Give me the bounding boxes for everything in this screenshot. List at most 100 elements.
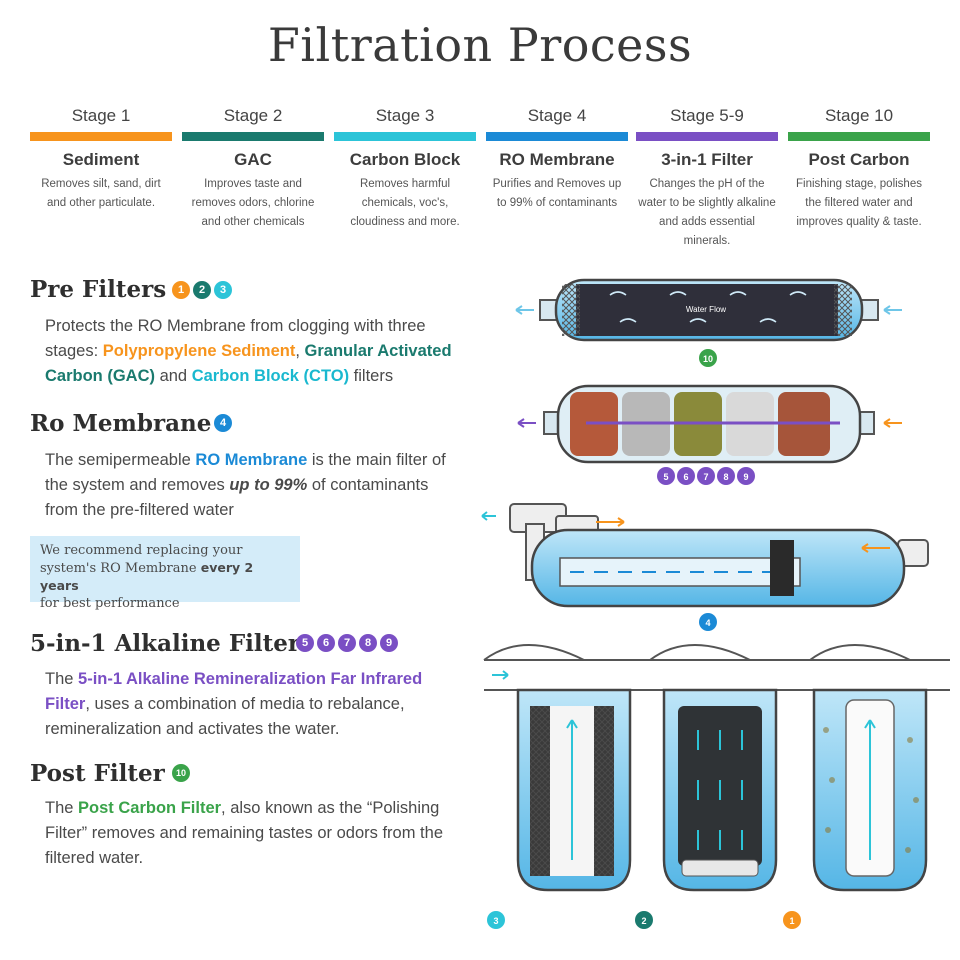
- text: of contaminants from the pre-filtered wa…: [45, 476, 429, 519]
- stage-desc-line: cloudiness and more.: [350, 216, 460, 228]
- stage-description: Purifies and Removes up to 99% of contam…: [486, 175, 628, 213]
- post-text: The Post Carbon Filter, also known as th…: [45, 796, 465, 871]
- stage-description: Removes silt, sand, dirt and other parti…: [30, 175, 172, 213]
- post-heading: Post Filter: [30, 760, 165, 787]
- text: The: [45, 799, 79, 817]
- tip-line: system's RO Membrane every 2 years: [40, 559, 290, 595]
- text: is the main filter of the system and rem…: [45, 451, 446, 494]
- stage-color-bar: [788, 132, 930, 141]
- text: The: [45, 670, 79, 688]
- highlight-post-carbon: Post Carbon Filter: [78, 799, 222, 817]
- stage-color-bar: [182, 132, 324, 141]
- prefilters-text: Protects the RO Membrane from clogging w…: [45, 314, 465, 389]
- text: , uses a combination of media to rebalan…: [45, 695, 405, 738]
- ro-membrane-housing: 4: [481, 503, 929, 631]
- stage-10: Stage 10 Post Carbon Finishing stage, po…: [788, 104, 930, 232]
- prefilter-canisters: 3 2 1: [483, 644, 950, 929]
- stage-badge: 8: [359, 634, 377, 652]
- stage-desc-line: and adds essential minerals.: [659, 216, 755, 247]
- text: , also known as the “Polishing Filter” r…: [45, 799, 443, 867]
- stage-badge: 5: [296, 634, 314, 652]
- stage-label: Stage 5-9: [670, 106, 744, 125]
- highlight-sediment: Polypropylene Sediment: [102, 342, 296, 360]
- prefilters-heading: Pre Filters: [30, 276, 167, 303]
- stage-color-bar: [486, 132, 628, 141]
- membrane-text: The semipermeable RO Membrane is the mai…: [45, 448, 465, 523]
- stage-name: 3-in-1 Filter: [661, 150, 753, 169]
- text: The semipermeable: [45, 451, 196, 469]
- stage-name: Sediment: [62, 150, 140, 169]
- emphasis: up to 99%: [229, 476, 308, 494]
- stage-desc-line: Removes harmful: [359, 178, 451, 190]
- stage-desc-line: removes odors, chlorine: [191, 197, 315, 209]
- stage-desc-line: and other particulate.: [46, 197, 156, 209]
- stage-timeline: Stage 1 Sediment Removes silt, sand, dir…: [30, 104, 930, 247]
- text: ,: [295, 342, 305, 360]
- membrane-badges: 4: [214, 414, 232, 432]
- stage-desc-line: Changes the pH of the: [649, 178, 765, 190]
- text: Protects the RO Membrane from clogging w…: [45, 317, 426, 360]
- stage-label: Stage 3: [375, 106, 435, 125]
- stage-color-bar: [636, 132, 778, 141]
- stage-name: RO Membrane: [499, 150, 615, 169]
- highlight-ro-membrane: RO Membrane: [195, 451, 308, 469]
- stage-desc-line: to 99% of contaminants: [496, 197, 618, 209]
- filter-diagram: Water Flow 10 5 6 7 8 9: [481, 278, 950, 929]
- highlight-carbon-block: Carbon Block (CTO): [191, 367, 350, 385]
- stage-color-bar: [30, 132, 172, 141]
- stage-badge: 7: [703, 472, 708, 482]
- stage-name: GAC: [234, 150, 272, 169]
- water-flow-label: Water Flow: [686, 305, 726, 314]
- stage-badge: 2: [193, 281, 211, 299]
- stage-desc-line: and other chemicals: [201, 216, 305, 228]
- post-badges: 10: [172, 764, 190, 782]
- text: system's RO Membrane: [40, 561, 201, 576]
- alkaline-inline-filter: 5 6 7 8 9: [517, 384, 902, 485]
- stage-badge: 1: [172, 281, 190, 299]
- stage-badge: 3: [214, 281, 232, 299]
- stage-desc-line: water to be slightly alkaline: [638, 197, 776, 209]
- stage-color-bar: [334, 132, 476, 141]
- stage-label: Stage 10: [824, 106, 894, 125]
- text: filters: [349, 367, 394, 385]
- stage-desc-line: improves quality & taste.: [796, 216, 922, 228]
- alkaline-text: The 5-in-1 Alkaline Remineralization Far…: [45, 667, 465, 742]
- canister-1: [812, 688, 928, 892]
- membrane-heading: Ro Membrane: [30, 410, 212, 437]
- stage-3: Stage 3 Carbon Block Removes harmful che…: [334, 104, 476, 232]
- stage-description: Changes the pH of the water to be slight…: [636, 175, 778, 251]
- stage-description: Removes harmful chemicals, voc's, cloudi…: [334, 175, 476, 232]
- tip-line: for best performance: [40, 596, 180, 611]
- stage-badge: 4: [214, 414, 232, 432]
- canister-3: [516, 688, 632, 892]
- alkaline-badges: 5 6 7 8 9: [296, 634, 398, 652]
- alkaline-heading: 5-in-1 Alkaline Filter: [30, 630, 301, 657]
- stage-1: Stage 1 Sediment Removes silt, sand, dir…: [30, 104, 172, 213]
- stage-badge: 8: [723, 472, 728, 482]
- highlight-gac: Granular Activated Carbon (GAC): [45, 342, 452, 385]
- stage-badge: 1: [789, 916, 794, 926]
- stage-desc-line: chemicals, voc's,: [361, 197, 449, 209]
- stage-label: Stage 1: [71, 106, 131, 125]
- post-badge: 10: [703, 354, 713, 364]
- stage-description: Finishing stage, polishes the filtered w…: [788, 175, 930, 232]
- stage-name: Carbon Block: [349, 150, 461, 169]
- stage-desc-line: Purifies and Removes up: [492, 178, 622, 190]
- stage-5-9: Stage 5-9 3-in-1 Filter Changes the pH o…: [636, 104, 778, 251]
- stage-desc-line: Removes silt, sand, dirt: [41, 178, 161, 190]
- canister-2: [662, 688, 778, 892]
- stage-badge: 9: [380, 634, 398, 652]
- stage-4: Stage 4 RO Membrane Purifies and Removes…: [486, 104, 628, 213]
- replacement-tip: We recommend replacing your system's RO …: [30, 536, 300, 611]
- stage-desc-line: Improves taste and: [204, 178, 302, 190]
- tip-emphasis: every 2 years: [40, 560, 254, 593]
- stage-2: Stage 2 GAC Improves taste and removes o…: [182, 104, 324, 232]
- stage-badge: 10: [172, 764, 190, 782]
- tip-line: We recommend replacing your: [40, 543, 243, 558]
- stage-badge: 7: [338, 634, 356, 652]
- stage-description: Improves taste and removes odors, chlori…: [182, 175, 324, 232]
- membrane-diagram-badge: 4: [705, 618, 710, 628]
- prefilters-badges: 1 2 3: [172, 281, 232, 299]
- stage-name: Post Carbon: [808, 150, 910, 169]
- stage-badge: 6: [683, 472, 688, 482]
